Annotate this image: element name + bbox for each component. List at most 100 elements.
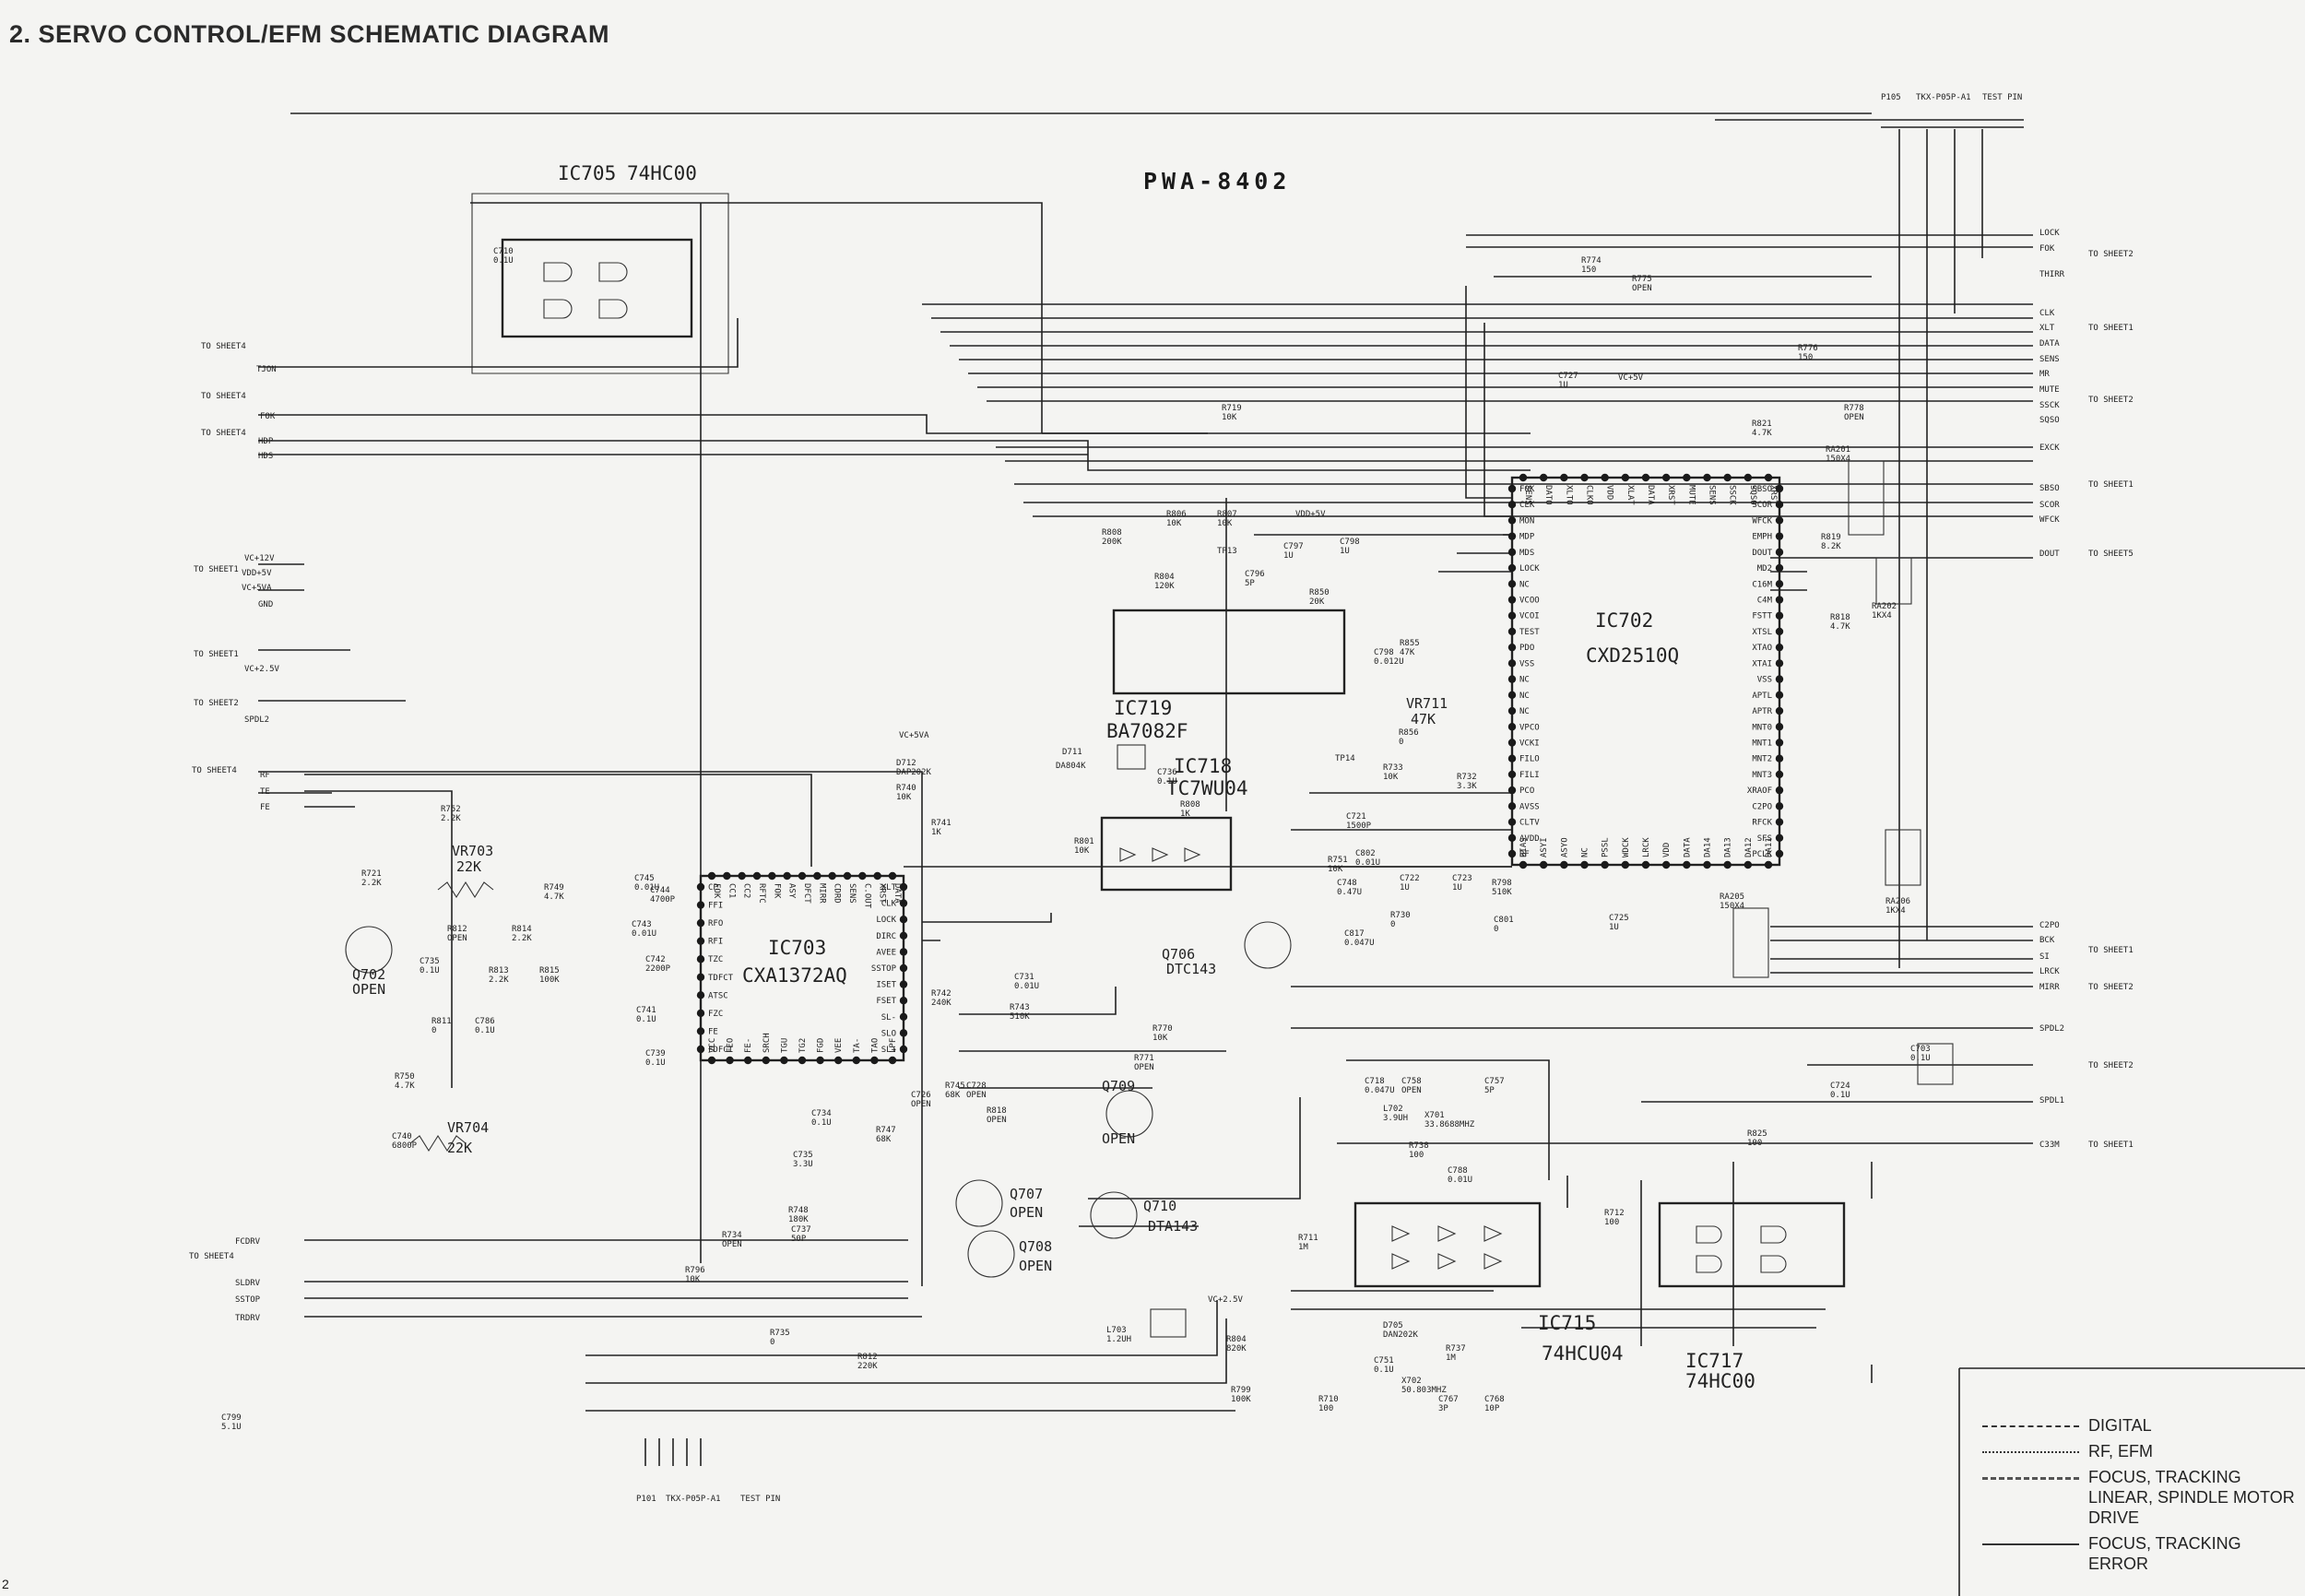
ic-pin-label: MNT3 bbox=[1752, 771, 1772, 780]
ic-pin bbox=[1507, 563, 1517, 573]
ic-pin-label: DATA bbox=[1683, 837, 1692, 857]
component-value: 1.2UH bbox=[1106, 1335, 1131, 1344]
legend-swatch bbox=[1982, 1451, 2079, 1453]
component-ref: C745 bbox=[634, 874, 655, 883]
component-ref: R719 bbox=[1222, 404, 1242, 413]
component-ref: C744 bbox=[650, 886, 670, 895]
component-value: 4.7K bbox=[1830, 622, 1850, 632]
ic-pin-label: DATA bbox=[892, 883, 902, 904]
component-value: 120K bbox=[1154, 582, 1175, 591]
ic-pin-label: FILI bbox=[1519, 771, 1540, 780]
component-ref: C799 bbox=[221, 1413, 242, 1423]
ic718-ref: IC718 bbox=[1174, 755, 1232, 777]
component-ref: R855 bbox=[1400, 639, 1420, 648]
ic-pin bbox=[783, 871, 791, 881]
ic-pin-label: SLO bbox=[881, 1029, 896, 1038]
right-to-sheet2-b: TO SHEET2 bbox=[2088, 396, 2134, 405]
component-ref: R850 bbox=[1309, 588, 1330, 597]
component-ref: C817 bbox=[1344, 929, 1365, 939]
ic-pin-label: NC bbox=[1519, 707, 1530, 716]
ic-pin-label: APTL bbox=[1752, 692, 1772, 701]
ic-pin bbox=[1519, 473, 1528, 482]
component-ref: C703 bbox=[1910, 1045, 1931, 1054]
ic-pin bbox=[1641, 860, 1650, 869]
component-ref: L703 bbox=[1106, 1326, 1127, 1335]
component-value: 10K bbox=[1328, 865, 1343, 874]
left-to-sheet2: TO SHEET2 bbox=[194, 699, 239, 708]
component-ref: R735 bbox=[770, 1329, 790, 1338]
ic-pin bbox=[1775, 643, 1784, 652]
ic-pin-label: CLK bbox=[881, 900, 897, 909]
component-value: 4700P bbox=[650, 895, 676, 904]
ic717-part: 74HC00 bbox=[1685, 1370, 1755, 1392]
component-value: 0.1U bbox=[1910, 1054, 1931, 1063]
left-sldrv: SLDRV bbox=[235, 1279, 261, 1288]
component-value: 0 bbox=[431, 1026, 436, 1035]
component-ref: R732 bbox=[1457, 773, 1477, 782]
component-ref: R819 bbox=[1821, 533, 1841, 542]
component-value: 220K bbox=[857, 1362, 878, 1371]
ic-pin-label: XTAO bbox=[1752, 644, 1772, 653]
ic-pin bbox=[1507, 611, 1517, 620]
ic-pin-label: FOK bbox=[1519, 485, 1535, 494]
ic702-left-pins: FOKCLKMONMDPMDSLOCKNCVCOOVCOITESTPDOVSSN… bbox=[1507, 484, 1540, 859]
ic-pin bbox=[798, 871, 807, 881]
ic-pin-label: RF bbox=[1519, 850, 1530, 859]
tp14-label: TP14 bbox=[1335, 754, 1355, 763]
ic-pin bbox=[1519, 860, 1528, 869]
left-gnd: GND bbox=[258, 600, 273, 609]
component-value: 100 bbox=[1409, 1151, 1424, 1160]
left-to-sheet4-c: TO SHEET4 bbox=[201, 429, 246, 438]
component-value: 0.01U bbox=[1014, 982, 1039, 991]
component-value: 2.2K bbox=[512, 934, 532, 943]
q709-value: OPEN bbox=[1102, 1130, 1135, 1147]
component-ref: RA201 bbox=[1826, 445, 1850, 455]
component-value: 4.7K bbox=[1752, 429, 1772, 438]
component-value: 8.2K bbox=[1821, 542, 1841, 551]
ic-pin-label: SRCH bbox=[762, 1033, 772, 1053]
q706-value: DTC143 bbox=[1166, 961, 1216, 977]
right-fok: FOK bbox=[2039, 244, 2055, 254]
component-ref: C724 bbox=[1830, 1082, 1850, 1091]
component-ref: C786 bbox=[475, 1017, 495, 1026]
right-exck: EXCK bbox=[2039, 443, 2060, 453]
component-value: 47K bbox=[1400, 648, 1415, 657]
ic-pin bbox=[696, 1027, 705, 1035]
component-ref: R730 bbox=[1390, 911, 1411, 920]
component-ref: R711 bbox=[1298, 1234, 1318, 1243]
ic-pin bbox=[1683, 473, 1691, 482]
component-value: 2.2K bbox=[441, 814, 461, 823]
ic-pin bbox=[707, 871, 716, 881]
left-hds: HDS bbox=[258, 452, 273, 461]
ic703-ref: IC703 bbox=[768, 937, 826, 959]
component-value: 50.803MHZ bbox=[1401, 1386, 1447, 1395]
ic-pin-label: MDP bbox=[1519, 533, 1535, 542]
component-value: 180K bbox=[788, 1215, 809, 1224]
component-ref: R775 bbox=[1632, 275, 1652, 284]
component-value: 0.1U bbox=[493, 256, 514, 266]
ic-pin bbox=[1744, 473, 1753, 482]
vc5v-tp-label: VC+5V bbox=[1618, 373, 1644, 383]
component-value: OPEN bbox=[1844, 413, 1864, 422]
ic-pin-label: MIRR bbox=[817, 883, 826, 904]
component-value: 510K bbox=[1010, 1012, 1030, 1022]
component-value: 0.1U bbox=[811, 1118, 832, 1128]
component-value: 0.01U bbox=[634, 883, 659, 893]
component-value: 100 bbox=[1318, 1404, 1333, 1413]
component-ref: C758 bbox=[1401, 1077, 1422, 1086]
component-ref: R774 bbox=[1581, 256, 1602, 266]
component-value: 5P bbox=[1245, 579, 1255, 588]
ic-pin-label: VPCO bbox=[1519, 723, 1540, 732]
ic-pin-label: EMPH bbox=[1752, 533, 1772, 542]
ic-pin bbox=[1621, 860, 1630, 869]
component-ref: R734 bbox=[722, 1231, 742, 1240]
ic-pin bbox=[1703, 860, 1711, 869]
component-value: 100 bbox=[1747, 1139, 1762, 1148]
ic-pin bbox=[1507, 739, 1517, 747]
component-value: 3P bbox=[1438, 1404, 1448, 1413]
component-ref: R804 bbox=[1226, 1335, 1247, 1344]
component-ref: C735 bbox=[420, 957, 440, 966]
ic-pin bbox=[1775, 818, 1784, 826]
ic-pin bbox=[1507, 627, 1517, 636]
component-value: 5.1U bbox=[221, 1423, 242, 1432]
